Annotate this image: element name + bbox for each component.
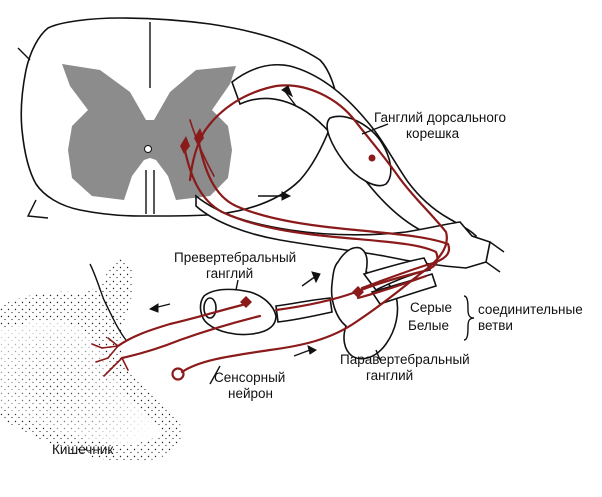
ventral-root bbox=[195, 194, 505, 273]
paravertebral-ganglion bbox=[330, 246, 399, 360]
central-canal bbox=[144, 145, 152, 153]
sensory-fiber bbox=[180, 84, 448, 374]
dorsal-root-ganglion bbox=[326, 115, 392, 187]
label-white-rami: Белые bbox=[408, 318, 449, 333]
intestine bbox=[0, 258, 182, 462]
prevertebral-ganglion bbox=[199, 288, 333, 336]
postganglionic-prevert bbox=[116, 302, 248, 348]
label-intestine: Кишечник bbox=[52, 442, 113, 457]
lateral-horn-neuron-2 bbox=[194, 128, 204, 146]
label-prevert-line2: ганглий bbox=[206, 266, 253, 281]
label-drg-line2: корешка bbox=[406, 126, 460, 141]
sensory-neuron-body bbox=[171, 367, 185, 381]
label-communicating-line1: соединительные bbox=[478, 302, 583, 317]
paravert-synapse bbox=[352, 286, 364, 298]
label-paravert-line2: ганглий bbox=[366, 368, 413, 383]
label-gray-rami: Серые bbox=[410, 300, 452, 315]
postganglionic-paravert bbox=[356, 274, 428, 300]
dorsal-root bbox=[231, 63, 478, 247]
lateral-horn-neuron-1 bbox=[180, 136, 190, 154]
rami-brace bbox=[463, 295, 475, 341]
prevert-synapse bbox=[240, 296, 252, 308]
label-sensory-line2: нейрон bbox=[228, 386, 273, 401]
spinal-cord bbox=[17, 17, 339, 219]
label-prevert-line1: Превертебральный bbox=[174, 250, 296, 265]
preganglionic-fiber-2 bbox=[196, 136, 451, 290]
label-drg-line1: Ганглий дорсального bbox=[374, 110, 506, 125]
label-paravert-line1: Паравертебральный bbox=[340, 352, 470, 367]
label-sensory-line1: Сенсорный bbox=[214, 370, 285, 385]
direction-arrows bbox=[148, 85, 321, 357]
nerve-fibers bbox=[91, 84, 451, 381]
label-communicating-line2: ветви bbox=[478, 318, 513, 333]
drg-cell-body bbox=[368, 154, 376, 162]
leader-lines bbox=[209, 123, 389, 385]
